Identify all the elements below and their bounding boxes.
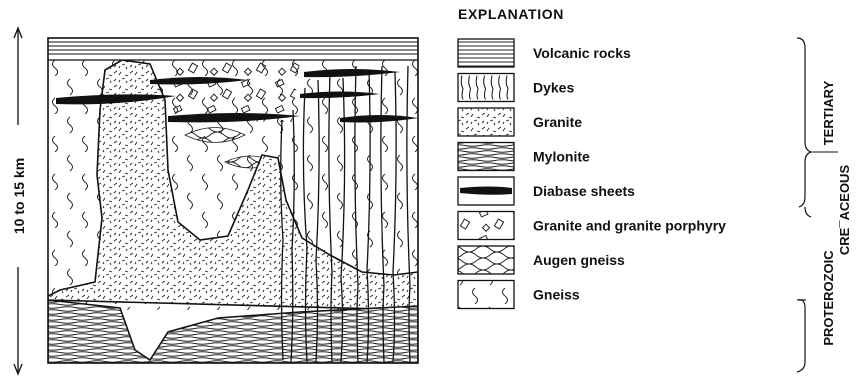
legend-swatch-dykes <box>458 74 514 102</box>
legend-label-porphyry: Granite and granite porphyry <box>533 218 726 234</box>
legend-swatch-volcanic <box>458 39 514 67</box>
legend-item-volcanic: Volcanic rocks <box>458 39 631 67</box>
scale-label: 10 to 15 km <box>11 158 27 234</box>
legend-swatch-porphyry <box>458 212 514 240</box>
legend: EXPLANATION Volcanic rocksDykesGraniteMy… <box>458 6 726 309</box>
legend-label-volcanic: Volcanic rocks <box>533 45 631 61</box>
legend-item-porphyry: Granite and granite porphyry <box>458 212 726 240</box>
cross-section-block <box>48 38 418 363</box>
legend-label-mylonite: Mylonite <box>533 149 590 165</box>
volcanic-rocks-top <box>48 42 418 54</box>
legend-item-dykes: Dykes <box>458 74 574 102</box>
porphyry-unit <box>170 62 300 122</box>
legend-item-granite: Granite <box>458 108 582 136</box>
legend-item-augen: Augen gneiss <box>458 246 625 274</box>
volcanic-rocks-unit <box>48 38 418 60</box>
legend-label-gneiss: Gneiss <box>533 287 580 303</box>
legend-swatch-augen <box>458 246 514 274</box>
vertical-scale-bar: 10 to 15 km <box>9 28 27 374</box>
age-cretaceous: CRE¯ACEOUS <box>837 165 852 256</box>
legend-title: EXPLANATION <box>458 6 564 22</box>
legend-label-augen: Augen gneiss <box>533 252 625 268</box>
legend-label-dykes: Dykes <box>533 80 574 96</box>
legend-item-mylonite: Mylonite <box>458 143 590 171</box>
age-tertiary: TERTIARY <box>821 80 836 145</box>
legend-swatch-granite <box>458 108 514 136</box>
legend-swatch-diabase <box>458 177 514 205</box>
age-proterozoic: PROTEROZOIC <box>821 250 836 346</box>
age-brackets <box>797 38 811 372</box>
legend-item-gneiss: Gneiss <box>458 281 580 309</box>
legend-swatch-mylonite <box>458 143 514 171</box>
legend-label-granite: Granite <box>533 114 582 130</box>
legend-items: Volcanic rocksDykesGraniteMyloniteDiabas… <box>458 39 726 309</box>
legend-item-diabase: Diabase sheets <box>458 177 635 205</box>
legend-swatch-gneiss <box>458 281 514 309</box>
legend-label-diabase: Diabase sheets <box>533 183 635 199</box>
